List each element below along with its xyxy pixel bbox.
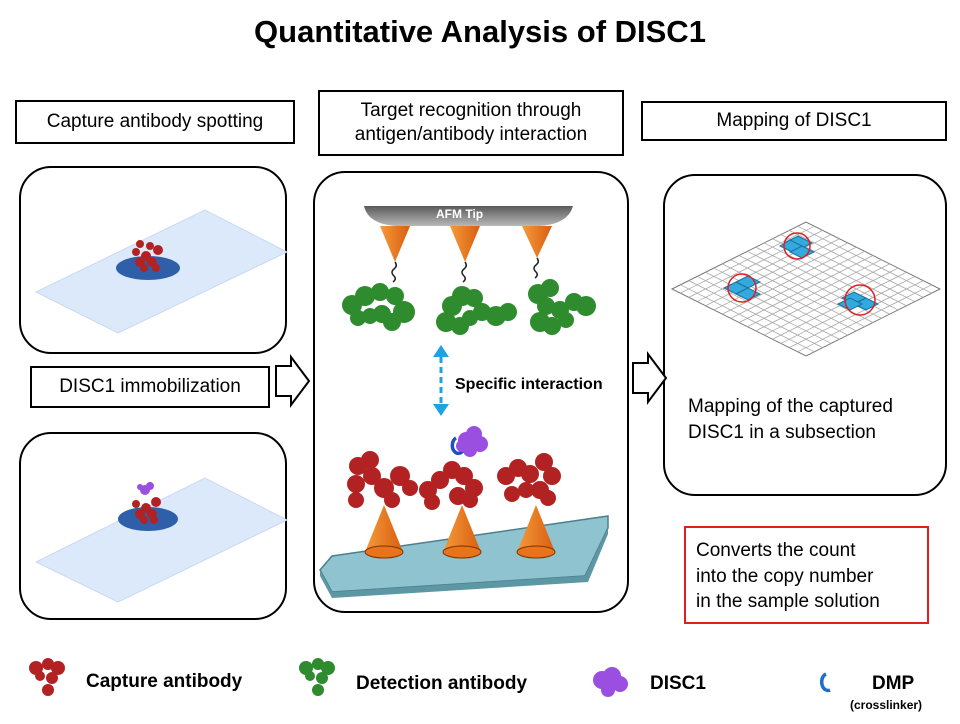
arrow-right-2 (632, 351, 668, 405)
legend-capture-label: Capture antibody (86, 671, 243, 692)
mapping-grid (670, 221, 942, 357)
afm-cone-1 (380, 226, 410, 262)
page-title: Quantitative Analysis of DISC1 (254, 14, 706, 49)
step-label-immobilization: DISC1 immobilization (30, 366, 270, 408)
legend-detection-label: Detection antibody (356, 673, 528, 694)
step-label-recognition-line2: antigen/antibody interaction (354, 124, 588, 145)
grid-line (763, 267, 899, 336)
legend-disc1-label: DISC1 (650, 673, 706, 694)
capture-antibody-2 (419, 461, 483, 510)
step-label-spotting: Capture antibody spotting (15, 100, 295, 144)
substrate-immobilization (34, 477, 289, 603)
afm-tip-label: AFM Tip (436, 207, 484, 221)
mapping-description-line2: DISC1 in a subsection (688, 421, 876, 443)
grid-line (772, 271, 907, 340)
legend-dmp-icon (819, 672, 831, 693)
detection-antibody-2 (436, 286, 517, 335)
grid-line (797, 284, 932, 353)
mapping-description-line1: Mapping of the captured (688, 396, 893, 417)
mapping-hits (722, 232, 880, 316)
step-label-mapping: Mapping of DISC1 (641, 101, 947, 141)
legend-detection-antibody-icon (299, 658, 335, 696)
converts-line2: into the copy number (696, 565, 874, 587)
disc1-molecule (456, 426, 488, 457)
afm-tip (364, 206, 573, 226)
grid-line (789, 230, 924, 298)
arrow-right-1 (275, 354, 311, 408)
grid-line (738, 255, 874, 323)
specific-interaction-arrow (433, 345, 449, 416)
disc1-molecule-small (137, 482, 154, 495)
afm-cone-2 (450, 226, 480, 262)
substrate-cone-3 (516, 505, 556, 559)
converts-line1: Converts the count (696, 540, 856, 561)
detection-antibody-1 (342, 283, 415, 331)
grid-line (747, 250, 882, 319)
legend-dmp-sublabel: (crosslinker) (850, 698, 923, 712)
mapping-description: Mapping of the captured DISC1 in a subse… (688, 394, 893, 445)
step-label-recognition: Target recognition through antigen/antib… (318, 90, 624, 156)
grid-line (747, 259, 882, 328)
substrate-cone-1 (364, 505, 404, 559)
linkers (391, 257, 540, 283)
converts-line3: in the sample solution (696, 591, 880, 613)
legend-disc1-icon (593, 667, 628, 697)
specific-interaction-label: Specific interaction (455, 376, 603, 393)
capture-antibody-3 (497, 453, 561, 506)
legend-dmp-label: DMP (872, 673, 915, 694)
capture-antibody-cluster-2 (132, 497, 161, 524)
legend-capture-antibody-icon (29, 658, 65, 696)
grid-line (755, 263, 890, 332)
capture-antibody-cluster-1 (132, 240, 163, 272)
substrate-spotting (34, 209, 289, 334)
grid-line (797, 225, 932, 294)
detection-antibody-3 (528, 279, 596, 335)
step-label-recognition-line1: Target recognition through (360, 100, 582, 122)
afm-cone-3 (522, 226, 552, 258)
capture-antibody-1 (347, 451, 418, 508)
substrate-cone-2 (442, 505, 482, 559)
converts-box: Converts the count into the copy number … (684, 526, 929, 624)
